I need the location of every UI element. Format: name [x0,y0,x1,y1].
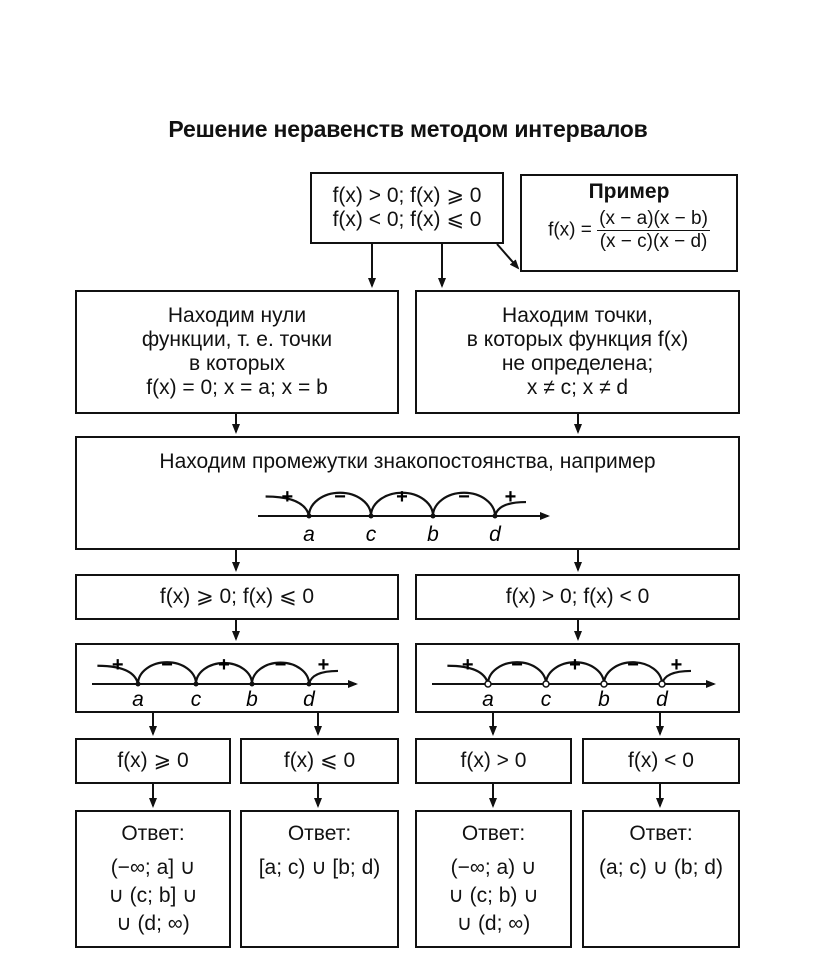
inequality-types-box: f(x) > 0; f(x) ⩾ 0 f(x) < 0; f(x) ⩽ 0 [310,172,504,244]
example-box: Пример f(x) = (x − a)(x − b) (x − c)(x −… [520,174,738,272]
right-answer-2-box: Ответ: (a; c) ∪ (b; d) [582,810,740,948]
left-answer-1-line-2: ∪ (c; b] ∪ [108,884,198,907]
left-condition-text: f(x) ⩾ 0; f(x) ⩽ 0 [159,585,315,608]
left-condition-box: f(x) ⩾ 0; f(x) ⩽ 0 [75,574,399,620]
right-answer-1-line-1: (−∞; a) ∪ [450,856,537,879]
right-case-1-text: f(x) > 0 [460,749,527,772]
left-case-1-text: f(x) ⩾ 0 [117,749,189,772]
example-fraction: (x − a)(x − b) (x − c)(x − d) [597,208,710,253]
zeros-line-2: функции, т. е. точки [141,328,333,351]
zeros-line-4: f(x) = 0; x = a; x = b [146,376,328,399]
right-number-line-box [415,643,740,713]
inequality-line-2: f(x) < 0; f(x) ⩽ 0 [332,208,482,231]
right-answer-1-box: Ответ: (−∞; a) ∪ ∪ (c; b) ∪ ∪ (d; ∞) [415,810,572,948]
right-case-1-box: f(x) > 0 [415,738,572,784]
left-case-2-box: f(x) ⩽ 0 [240,738,399,784]
arrow-top-to-example [496,243,520,270]
zeros-line-3: в которых [189,352,285,375]
left-answer-2-line-1: [a; c) ∪ [b; d) [258,856,381,879]
sign-intervals-box: Находим промежутки знакопостоянства, нап… [75,436,740,550]
left-answer-2-box: Ответ: [a; c) ∪ [b; d) [240,810,399,948]
left-answer-1-line-3: ∪ (d; ∞) [116,912,190,935]
right-answer-1-label: Ответ: [461,822,526,845]
example-lhs: f(x) = [548,219,592,241]
undefined-line-3: не определена; [501,352,654,375]
left-answer-1-box: Ответ: (−∞; a] ∪ ∪ (c; b] ∪ ∪ (d; ∞) [75,810,231,948]
right-condition-text: f(x) > 0; f(x) < 0 [505,585,650,608]
intervals-heading: Находим промежутки знакопостоянства, нап… [159,450,656,473]
undefined-line-1: Находим точки, [502,304,653,327]
left-answer-1-label: Ответ: [121,822,185,845]
left-answer-2-label: Ответ: [287,822,352,845]
example-formula: f(x) = (x − a)(x − b) (x − c)(x − d) [522,208,736,253]
undefined-line-2: в которых функция f(x) [466,328,689,351]
right-answer-2-label: Ответ: [629,822,693,845]
left-answer-1-line-1: (−∞; a] ∪ [110,856,196,879]
left-case-1-box: f(x) ⩾ 0 [75,738,231,784]
find-undefined-points-box: Находим точки, в которых функция f(x) не… [415,290,740,414]
diagram-title: Решение неравенств методом интервалов [168,116,648,142]
right-case-2-box: f(x) < 0 [582,738,740,784]
find-zeros-box: Находим нули функции, т. е. точки в кото… [75,290,399,414]
inequality-line-1: f(x) > 0; f(x) ⩾ 0 [332,184,482,207]
right-answer-1-line-2: ∪ (c; b) ∪ [448,884,539,907]
zeros-line-1: Находим нули [167,304,307,327]
right-case-2-text: f(x) < 0 [628,749,694,772]
left-number-line-box [75,643,399,713]
example-heading: Пример [588,180,670,203]
example-denominator: (x − c)(x − d) [599,231,708,252]
example-numerator: (x − a)(x − b) [597,208,710,231]
right-answer-2-line-1: (a; c) ∪ (b; d) [599,856,723,879]
left-case-2-text: f(x) ⩽ 0 [283,749,356,772]
right-condition-box: f(x) > 0; f(x) < 0 [415,574,740,620]
undefined-line-4: x ≠ c; x ≠ d [526,376,629,399]
right-answer-1-line-3: ∪ (d; ∞) [456,912,531,935]
